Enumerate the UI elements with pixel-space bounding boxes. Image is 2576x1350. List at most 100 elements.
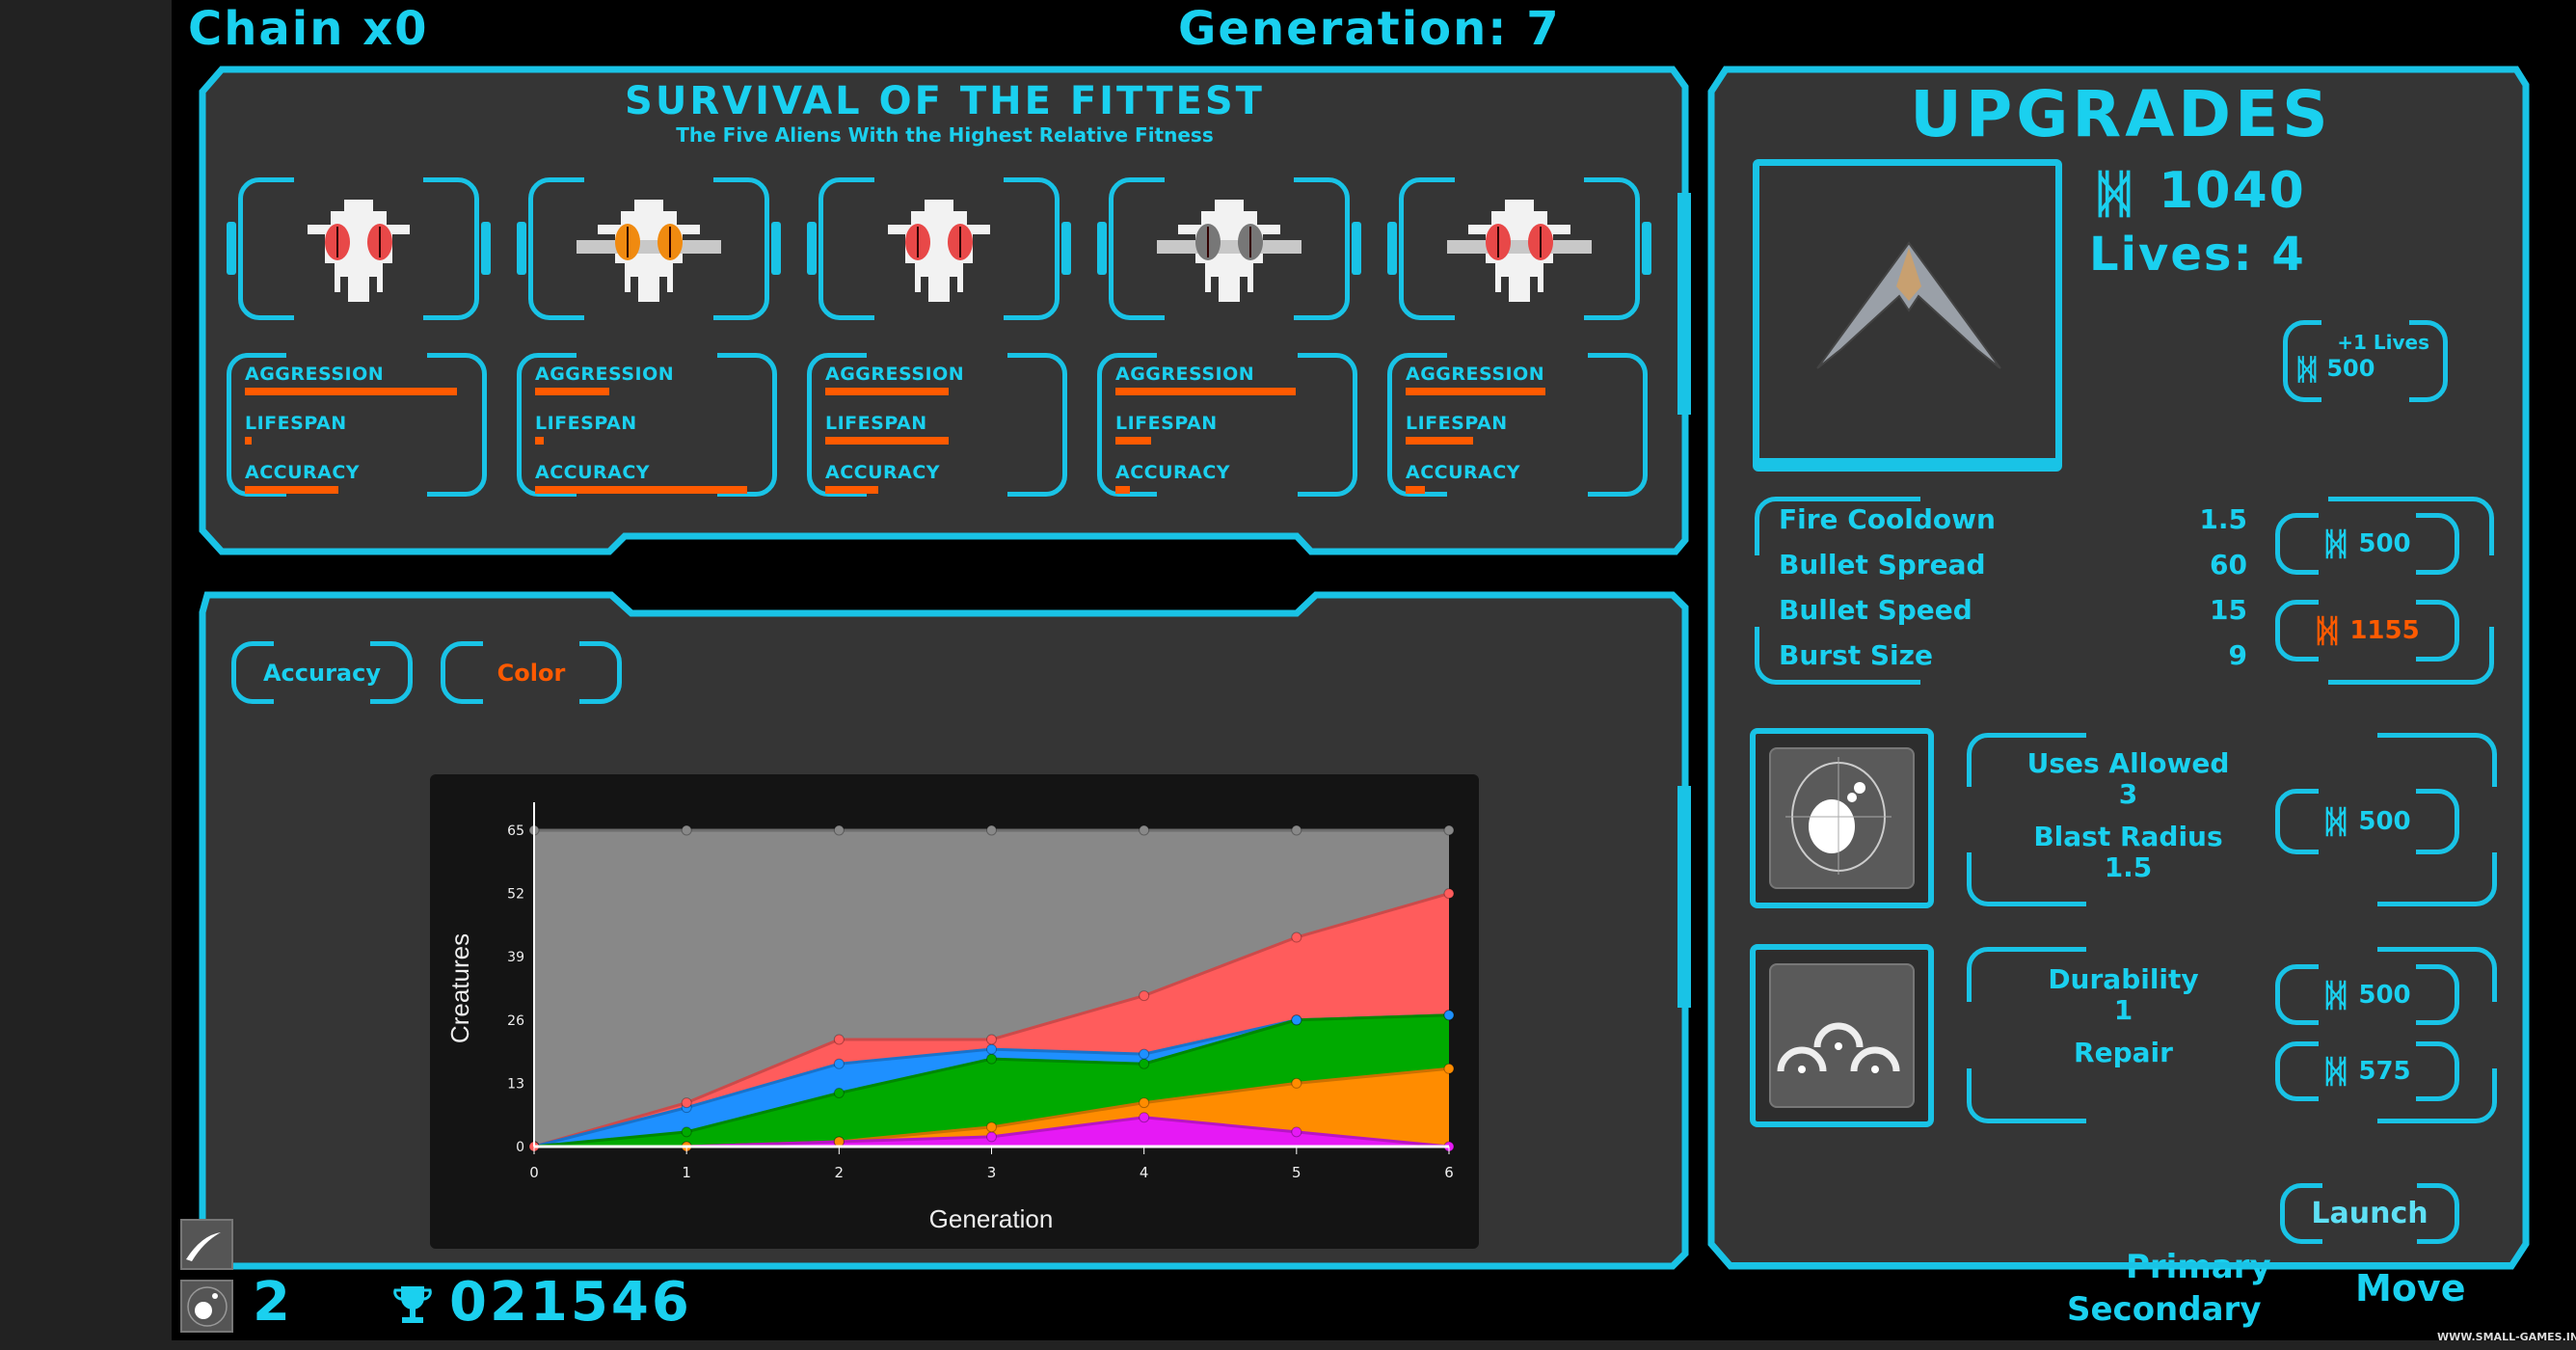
ship-preview [1753,159,2062,472]
weapon-stats-box [1752,494,2497,688]
launch-button[interactable]: Launch [2280,1180,2459,1247]
upgrades-title: UPGRADES [1910,77,2332,151]
x-tick-label: 2 [835,1164,845,1181]
bomb-info: Uses Allowed 3 Blast Radius 1.5 [1967,748,2290,883]
alien-portrait[interactable] [818,175,1060,323]
currency-icon [2317,615,2338,646]
aggression-label: AGGRESSION [1115,364,1255,385]
secondary-label: Secondary [2067,1290,2262,1329]
aggression-label: AGGRESSION [825,364,965,385]
x-tick-label: 3 [987,1164,997,1181]
watermark: WWW.SMALL-GAMES.INFO [2437,1331,2576,1343]
point-orange [1291,1077,1302,1089]
weapon-upgrade-button[interactable]: 500 [2275,510,2459,578]
bomb-mini-icon [180,1280,233,1333]
extra-life-label: +1 Lives [2337,331,2429,354]
alien-sprite [577,200,721,302]
accuracy-label: ACCURACY [535,462,651,483]
y-tick-label: 52 [507,887,524,903]
bomb-upgrade-button[interactable]: 500 [2275,786,2459,857]
durability-cost: 500 [2358,980,2411,1010]
repair-cost: 575 [2358,1057,2411,1086]
aggression-bar [535,388,609,395]
point-blue [1291,1014,1302,1026]
currency-icon [2326,806,2347,837]
durability-upgrade-button[interactable]: 500 [2275,961,2459,1028]
connector [1677,193,1691,415]
y-axis-label: Creatures [445,933,474,1043]
uses-label: Uses Allowed [2026,747,2230,779]
lives-display: Lives: 4 [2089,228,2306,282]
y-tick-label: 13 [507,1076,524,1092]
bomb-icon-box [1750,728,1934,908]
weapon-upgrade-cost: 500 [2358,529,2411,558]
aggression-label: AGGRESSION [245,364,385,385]
bomb-icon [1785,757,1892,875]
y-tick-label: 39 [507,950,524,965]
currency-icon [2326,1056,2347,1087]
alien-sprite [1157,200,1301,302]
repair-button[interactable]: 575 [2275,1039,2459,1104]
point-red [1443,888,1455,900]
accuracy-label: ACCURACY [1115,462,1231,483]
bottom-margin [172,1340,2576,1350]
x-axis-label: Generation [929,1204,1054,1233]
weapon-stat-value: 9 [2228,639,2247,671]
accuracy-label: ACCURACY [1406,462,1521,483]
point-red [986,1034,997,1045]
card-edge [1387,222,1397,275]
currency-icon [2326,528,2347,559]
x-tick-label: 6 [1444,1164,1454,1181]
point-gray [681,824,692,836]
radius-label: Blast Radius [2033,821,2223,852]
alien-portrait[interactable] [528,175,769,323]
y-tick-label: 26 [507,1013,524,1029]
lifespan-bar [535,437,544,445]
weapon-stat-value: 1.5 [2199,503,2247,535]
point-red [1291,932,1302,943]
aggression-bar [1406,388,1546,395]
y-tick-label: 65 [507,824,524,839]
score: 021546 [449,1271,692,1334]
lifespan-bar [245,437,252,445]
aggression-bar [825,388,949,395]
move-label: Move [2355,1267,2466,1310]
color-button[interactable]: Color [441,638,622,707]
lifespan-bar [825,437,949,445]
point-orange [833,1136,845,1148]
weapon-stat-value: 60 [2210,549,2247,580]
accuracy-button[interactable]: Accuracy [231,638,413,707]
alien-sprite [1447,200,1592,302]
point-purple [986,1131,997,1143]
card-edge [517,222,526,275]
left-margin [0,0,172,1350]
point-blue [1443,1010,1455,1021]
weapon-upgrade-button[interactable]: 1155 [2275,597,2459,664]
point-green [986,1053,997,1065]
accuracy-bar [245,486,338,494]
color-button-label: Color [496,659,566,687]
accuracy-bar [1406,486,1425,494]
point-gray [1139,824,1150,836]
extra-life-button[interactable]: +1 Lives 500 [2283,317,2448,405]
card-edge [1642,222,1651,275]
alien-portrait[interactable] [238,175,479,323]
point-orange [986,1121,997,1133]
aggression-label: AGGRESSION [1406,364,1545,385]
alien-portrait[interactable] [1109,175,1350,323]
accuracy-label: ACCURACY [825,462,941,483]
bomb-count: 2 [253,1271,290,1334]
card-edge [1061,222,1071,275]
point-orange [1139,1097,1150,1109]
lifespan-bar [1115,437,1152,445]
currency-icon [2297,356,2317,383]
x-tick-label: 0 [529,1164,539,1181]
survival-title: SURVIVAL OF THE FITTEST [625,79,1265,123]
alien-portrait[interactable] [1399,175,1640,323]
durability-value: 1 [2113,994,2133,1026]
repair-label: Repair [2074,1037,2173,1068]
point-blue [986,1043,997,1055]
radius-value: 1.5 [2104,851,2153,883]
